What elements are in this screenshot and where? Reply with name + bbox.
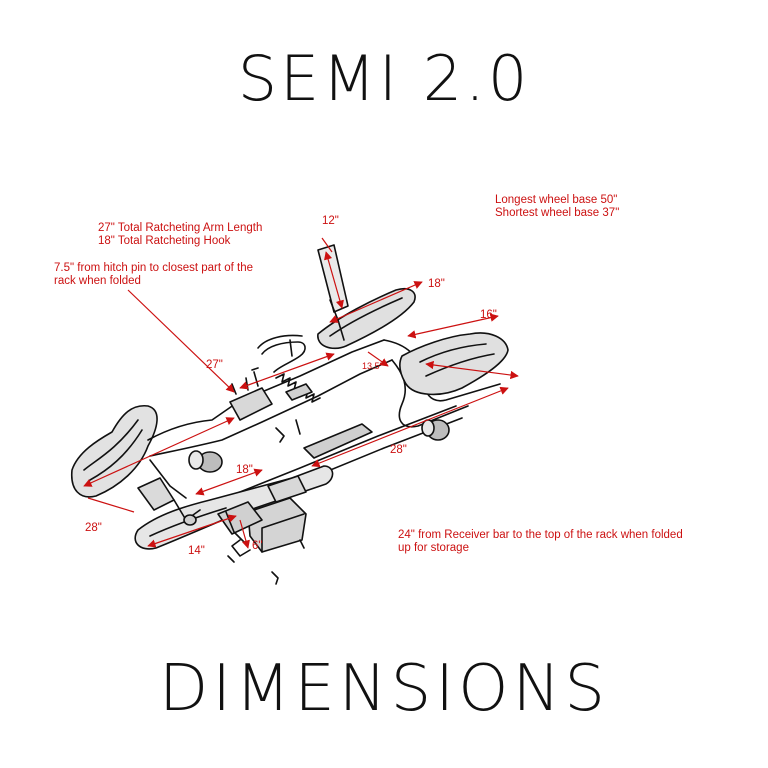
- dim-hook-18: 18": [236, 464, 253, 476]
- dim-length-left: 28": [85, 522, 102, 534]
- receiver-note: 24" from Receiver bar to the top of the …: [398, 529, 683, 554]
- footer-title: DIMENSIONS: [158, 652, 610, 726]
- page-title: SEMI 2.0: [237, 42, 531, 115]
- arm-length-note: 27" Total Ratcheting Arm Length 18" Tota…: [98, 222, 263, 247]
- wheel-base-note: Longest wheel base 50" Shortest wheel ba…: [495, 194, 620, 219]
- dim-base-14: 14": [188, 545, 205, 557]
- dim-base-6: 6": [252, 540, 263, 552]
- dim-length-right: 28": [390, 444, 407, 456]
- dim-tray-back: 18": [428, 278, 445, 290]
- dim-arm-27: 27": [206, 359, 223, 371]
- dim-gap: 13.5": [362, 361, 383, 371]
- dim-arm-top: 12": [322, 215, 339, 227]
- hitch-pin-note: 7.5" from hitch pin to closest part of t…: [54, 262, 254, 287]
- dim-tray-front: 16": [480, 309, 497, 321]
- dimension-lines: [83, 237, 519, 549]
